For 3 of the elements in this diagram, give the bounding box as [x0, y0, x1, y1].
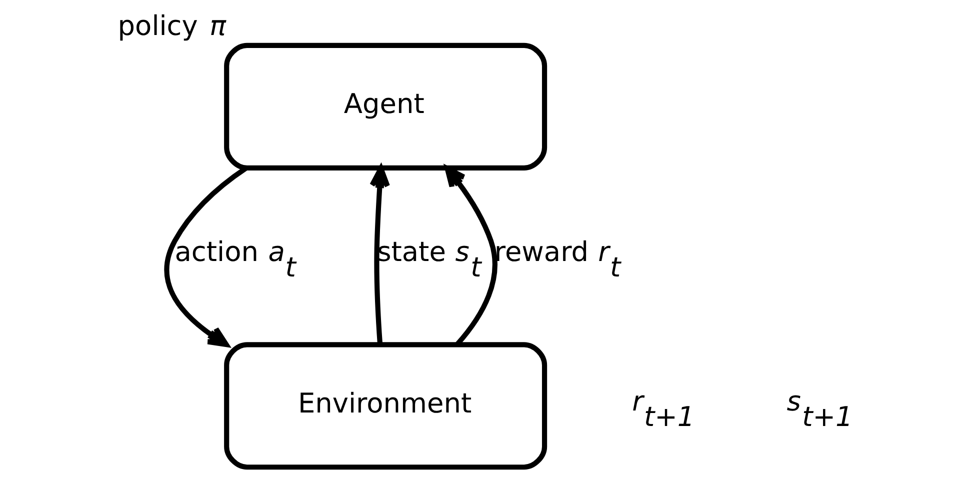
node-box: Agent [224, 42, 547, 170]
node-label: policy π [117, 10, 226, 42]
node-box: Environment [224, 342, 547, 470]
